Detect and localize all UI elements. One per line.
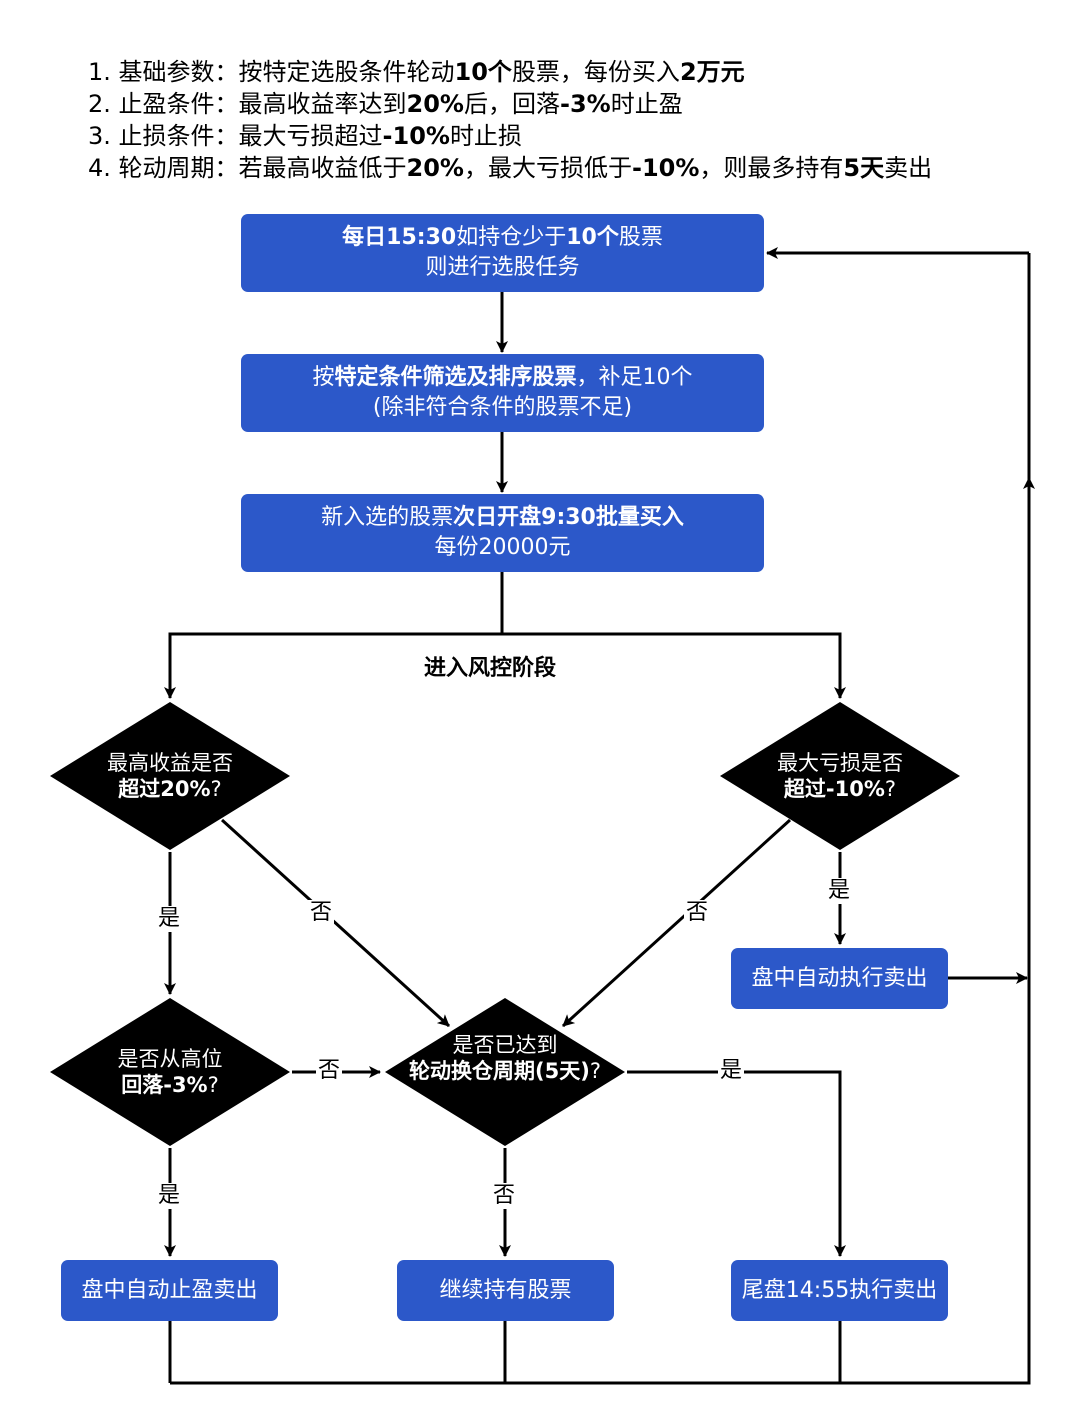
decision-line: 最高收益是否 — [107, 751, 233, 775]
edge-label-gain-yes: 是 — [156, 906, 183, 932]
edge-label-pullback-yes: 是 — [156, 1183, 183, 1209]
box-line: (除非符合条件的股票不足) — [372, 395, 633, 420]
decision-max-loss-text: 最大亏损是否 超过-10%? — [740, 750, 940, 802]
buy-box: 新入选的股票次日开盘9:30批量买入 每份20000元 — [241, 494, 764, 572]
box-line: 尾盘14:55执行卖出 — [741, 1277, 938, 1303]
rule-item: 2. 止盈条件：最高收益率达到20%后，回落-3%时止盈 — [88, 90, 683, 118]
decision-line: 超过20%? — [118, 777, 222, 801]
box-line: 继续持有股票 — [439, 1277, 572, 1303]
box-line: 每份20000元 — [434, 535, 571, 560]
decision-line: 回落-3%? — [121, 1073, 219, 1097]
arrow-gain-no — [220, 818, 451, 1028]
box-line: 按特定条件筛选及排序股票，补足10个 — [312, 365, 693, 390]
edge-label-gain-no: 否 — [308, 900, 335, 926]
edge-label-period-yes: 是 — [718, 1058, 745, 1084]
rule-item: 1. 基础参数：按特定选股条件轮动10个股票，每份买入2万元 — [88, 58, 745, 86]
decision-max-loss-shape — [720, 702, 960, 850]
close-sell-box: 尾盘14:55执行卖出 — [731, 1260, 948, 1321]
rule-item: 4. 轮动周期：若最高收益低于20%，最大亏损低于-10%，则最多持有5天卖出 — [88, 154, 933, 182]
box-line: 则进行选股任务 — [425, 255, 580, 280]
box-line: 新入选的股票次日开盘9:30批量买入 — [321, 505, 684, 530]
box-line: 盘中自动止盈卖出 — [81, 1277, 258, 1303]
daily-check-box: 每日15:30如持仓少于10个股票 则进行选股任务 — [241, 214, 764, 292]
edge-label-period-no: 否 — [491, 1183, 518, 1209]
decision-line: 轮动换仓周期(5天)? — [409, 1059, 601, 1083]
decision-line: 超过-10%? — [783, 777, 897, 801]
box-line: 每日15:30如持仓少于10个股票 — [342, 225, 663, 250]
decision-max-gain-shape — [50, 702, 290, 850]
decision-line: 是否已达到 — [452, 1033, 558, 1057]
edge-label-loss-yes: 是 — [826, 878, 853, 904]
decision-period-text: 是否已达到 轮动换仓周期(5天)? — [385, 1032, 625, 1084]
decision-max-gain-text: 最高收益是否 超过20%? — [70, 750, 270, 802]
phase-label: 进入风控阶段 — [424, 656, 557, 681]
decision-pullback-shape — [50, 998, 290, 1146]
edge-label-loss-no: 否 — [684, 900, 711, 926]
arrow-to-max-loss — [502, 632, 846, 699]
decision-period-shape — [385, 998, 625, 1146]
screen-stocks-box: 按特定条件筛选及排序股票，补足10个 (除非符合条件的股票不足) — [241, 354, 764, 432]
decision-line: 是否从高位 — [117, 1047, 223, 1071]
decision-line: 最大亏损是否 — [777, 751, 903, 775]
rule-item: 3. 止损条件：最大亏损超过-10%时止损 — [88, 122, 522, 150]
take-profit-sell-box: 盘中自动止盈卖出 — [61, 1260, 278, 1321]
arrow-period-yes — [627, 1070, 846, 1257]
keep-holding-box: 继续持有股票 — [397, 1260, 614, 1321]
decision-pullback-text: 是否从高位 回落-3%? — [70, 1046, 270, 1098]
arrow-loss-no — [561, 818, 792, 1028]
rules-list: 1. 基础参数：按特定选股条件轮动10个股票，每份买入2万元 2. 止盈条件：最… — [88, 56, 932, 184]
box-line: 盘中自动执行卖出 — [751, 965, 928, 991]
stop-loss-sell-box: 盘中自动执行卖出 — [731, 948, 948, 1009]
edge-label-pullback-no: 否 — [316, 1058, 343, 1084]
line-return-bottom — [170, 253, 1031, 1385]
arrow-to-max-gain — [164, 632, 502, 699]
